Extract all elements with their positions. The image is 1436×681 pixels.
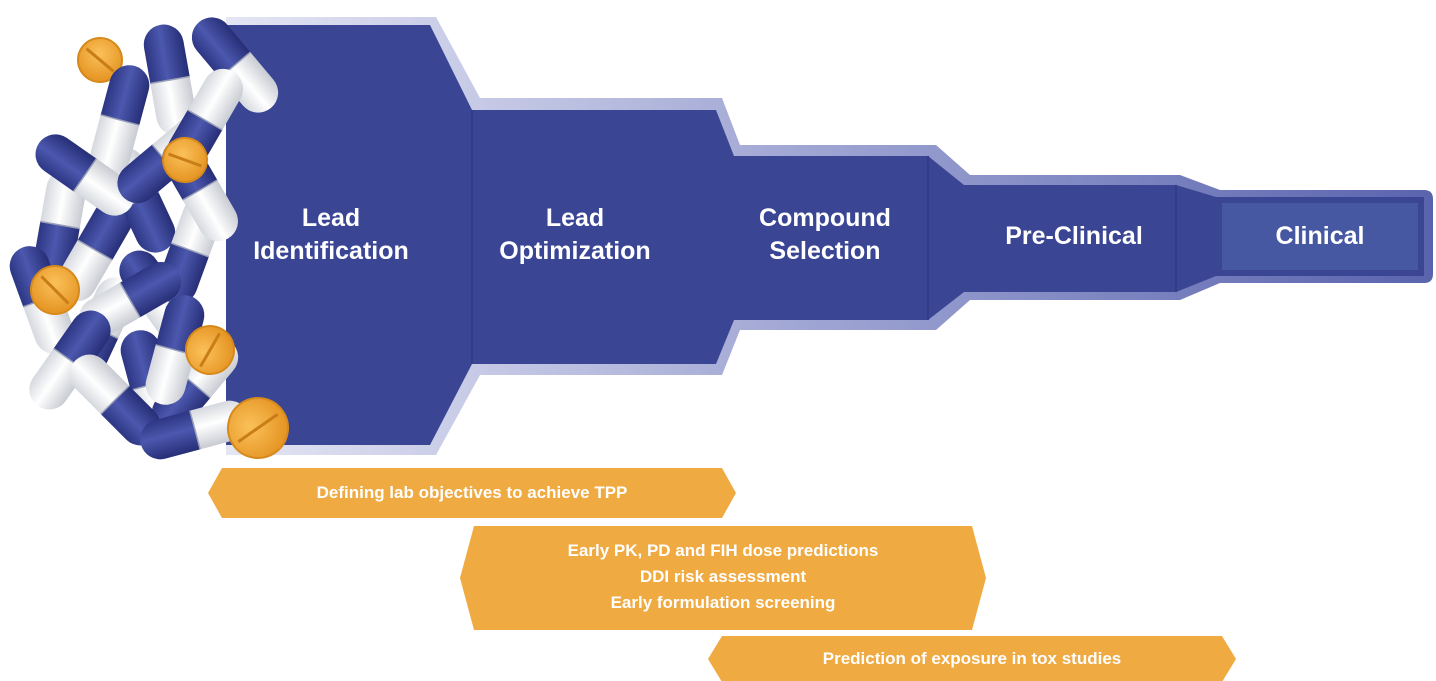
capsule-icon <box>90 65 150 175</box>
activity-text-3: Prediction of exposure in tox studies <box>722 646 1222 672</box>
activity-arrow-2 <box>460 526 986 630</box>
activity-text-2: Early PK, PD and FIH dose predictions DD… <box>474 538 972 616</box>
stage-line: Lead <box>545 204 605 232</box>
stage-label-compound-selection: Compound Selection <box>730 202 920 268</box>
stage-line: Pre-Clinical <box>1005 222 1143 250</box>
stage-line: Selection <box>769 237 881 265</box>
stage-label-pre-clinical: Pre-Clinical <box>964 220 1184 253</box>
stage-line: Clinical <box>1275 222 1365 250</box>
activity-line: Prediction of exposure in tox studies <box>822 649 1122 668</box>
tablet-icon <box>227 397 289 459</box>
capsule-pile-illustration <box>9 17 289 460</box>
activity-text-1: Defining lab objectives to achieve TPP <box>222 480 722 506</box>
stage-line: Identification <box>253 237 409 265</box>
capsule-icon <box>35 134 135 216</box>
stage-label-lead-identification: Lead Identification <box>226 202 436 268</box>
stage-line: Lead <box>301 204 361 232</box>
tablet-icon <box>77 37 123 83</box>
clinical-box <box>1222 203 1418 270</box>
stage-label-lead-optimization: Lead Optimization <box>472 202 678 268</box>
activity-line: DDI risk assessment <box>639 567 807 586</box>
funnel-body <box>226 25 1424 445</box>
activity-line: Early PK, PD and FIH dose predictions <box>567 541 879 560</box>
stage-line: Optimization <box>499 237 651 265</box>
activity-line: Defining lab objectives to achieve TPP <box>316 483 628 502</box>
stage-line: Compound <box>759 204 891 232</box>
stage-label-clinical: Clinical <box>1222 220 1418 253</box>
tablet-icon <box>29 265 80 315</box>
tablet-icon <box>162 137 208 183</box>
activity-arrow-3 <box>708 636 1236 681</box>
capsule-icon <box>143 24 197 136</box>
activity-arrow-1 <box>208 468 736 518</box>
activity-line: Early formulation screening <box>610 593 836 612</box>
tablet-icon <box>185 325 235 375</box>
